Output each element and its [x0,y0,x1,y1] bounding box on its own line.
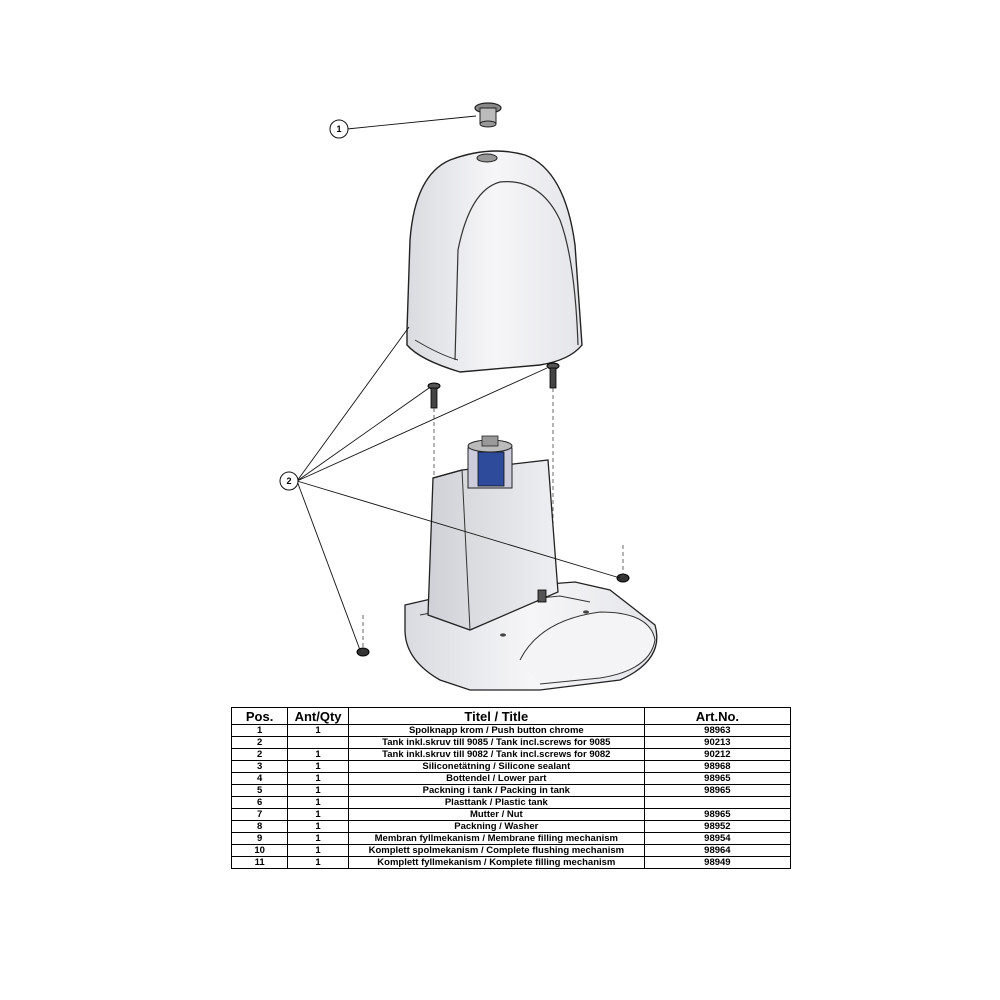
cell-qty: 1 [287,748,349,761]
cell-pos: 3 [230,760,289,773]
callout-1-label: 1 [336,124,341,134]
cell-art-no: 98963 [643,724,792,737]
cell-title: Siliconetätning / Silicone sealant [347,760,645,773]
assembly-guide-lines [362,388,624,652]
header-qty: Ant/Qty [287,707,349,725]
cell-qty: 1 [287,808,349,821]
cell-qty: 1 [287,784,349,797]
leader-lines [296,115,621,651]
cell-pos: 8 [230,820,289,833]
cell-title: Plasttank / Plastic tank [347,796,645,809]
cell-qty: 1 [287,832,349,845]
cell-qty: 1 [287,856,349,869]
cell-art-no: 98968 [643,760,792,773]
cell-qty: 1 [287,844,349,857]
push-button-part [474,102,502,128]
header-art-no: Art.No. [643,707,792,725]
cell-qty: 1 [287,724,349,737]
cell-pos: 2 [230,736,289,749]
cell-pos: 4 [230,772,289,785]
cell-title: Tank inkl.skruv till 9085 / Tank incl.sc… [347,736,645,749]
cell-pos: 9 [230,832,289,845]
cell-title: Packning i tank / Packing in tank [347,784,645,797]
cell-art-no: 98964 [643,844,792,857]
exploded-view-diagram: 1 2 [279,102,658,691]
cell-pos: 1 [230,724,289,737]
cell-title: Spolknapp krom / Push button chrome [347,724,645,737]
cell-title: Komplett fyllmekanism / Komplete filling… [347,856,645,869]
screw-left [427,382,441,409]
cell-art-no: 98965 [643,772,792,785]
cell-pos: 2 [230,748,289,761]
cell-title: Tank inkl.skruv till 9082 / Tank incl.sc… [347,748,645,761]
cell-pos: 10 [230,844,289,857]
cell-title: Membran fyllmekanism / Membrane filling … [347,832,645,845]
cell-qty [287,736,349,749]
tank-cover-part [406,150,583,373]
cell-title: Packning / Washer [347,820,645,833]
screw-right [546,362,560,389]
cell-art-no: 98965 [643,808,792,821]
cell-art-no [643,796,792,809]
cell-title: Komplett spolmekanism / Complete flushin… [347,844,645,857]
cell-qty: 1 [287,796,349,809]
cell-title: Mutter / Nut [347,808,645,821]
cell-qty: 1 [287,772,349,785]
cell-qty: 1 [287,820,349,833]
cell-art-no: 98965 [643,784,792,797]
toilet-base-part [404,581,658,691]
cell-art-no: 90212 [643,748,792,761]
header-pos: Pos. [230,707,289,725]
callout-1: 1 [329,119,349,139]
cell-art-no: 98952 [643,820,792,833]
cell-pos: 6 [230,796,289,809]
cell-pos: 7 [230,808,289,821]
table-header-row: Pos. Ant/Qty Titel / Title Art.No. [230,707,792,725]
cell-pos: 5 [230,784,289,797]
cell-title: Bottendel / Lower part [347,772,645,785]
plastic-tank-part [427,459,559,631]
table-row: 2 Tank inkl.skruv till 9085 / Tank incl.s… [230,736,792,749]
callout-2: 2 [279,471,299,491]
cell-art-no: 98954 [643,832,792,845]
cell-art-no: 98949 [643,856,792,869]
header-title: Titel / Title [347,707,645,725]
cell-pos: 11 [230,856,289,869]
cell-qty: 1 [287,760,349,773]
flushing-mechanism-part [467,435,547,603]
cell-art-no: 90213 [643,736,792,749]
callout-2-label: 2 [286,476,291,486]
